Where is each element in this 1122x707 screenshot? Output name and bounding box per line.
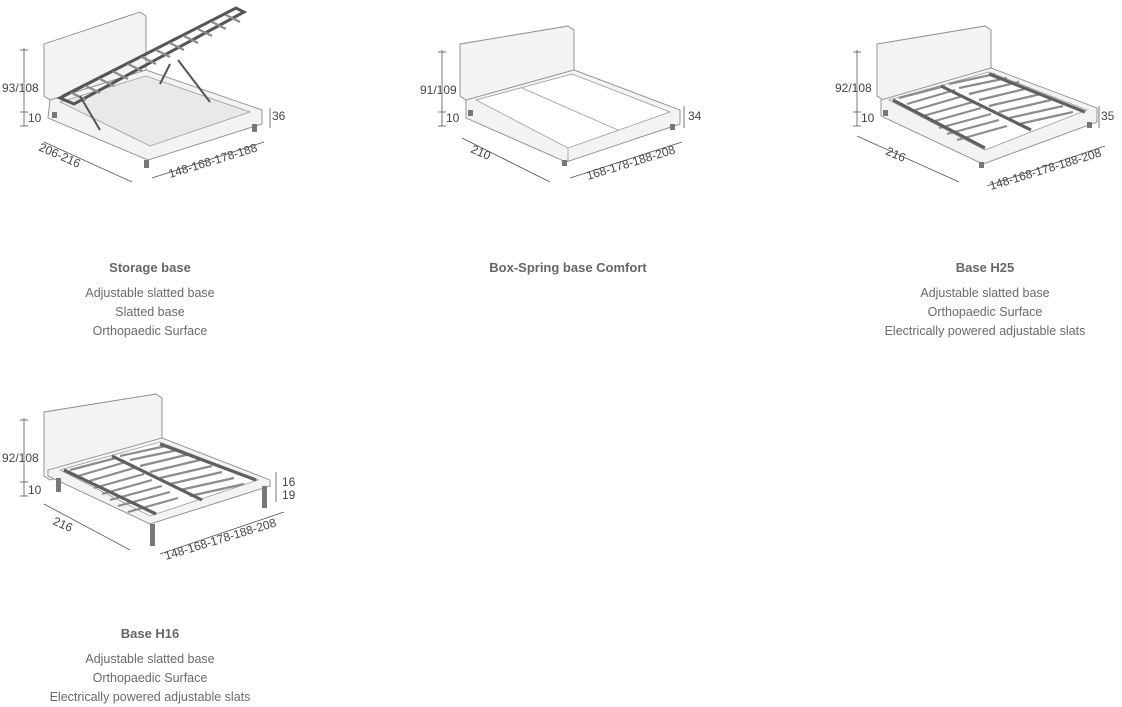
box-spring-diagram: 91/109 10 210 168-178-188-208 34 [420, 25, 702, 183]
feature-item: Orthopaedic Surface [92, 324, 208, 338]
product-title: Base H25 [955, 260, 1015, 275]
h16-depth-label: 216 [51, 514, 75, 535]
feature-item: Electrically powered adjustable slats [49, 690, 251, 704]
box-spring-foot-label: 10 [446, 111, 460, 125]
product-card-box-spring-base: 91/109 10 210 168-178-188-208 34 Box-Spr… [418, 0, 718, 345]
product-title: Base H16 [120, 626, 180, 641]
h16-foot-label: 10 [28, 483, 42, 497]
storage-base-diagram: 93/108 10 206-216 148-168-178-188 36 [2, 6, 286, 183]
box-spring-depth-label: 210 [469, 142, 493, 163]
box-spring-caption: Box-Spring base Comfort [418, 260, 718, 284]
storage-side-label: 36 [272, 109, 286, 123]
feature-item: Orthopaedic Surface [92, 671, 208, 685]
product-card-base-h16: 92/108 10 216 148-168-178-188-208 16 19 … [0, 372, 300, 707]
box-spring-height-label: 91/109 [420, 83, 457, 97]
h16-height-label: 92/108 [2, 451, 39, 465]
feature-item: Adjustable slatted base [920, 286, 1050, 300]
h25-side-label: 35 [1101, 109, 1115, 123]
h25-depth-label: 216 [884, 144, 908, 165]
base-h25-diagram: 92/108 10 216 148-168-178-188-208 35 [835, 25, 1115, 193]
feature-item: Electrically powered adjustable slats [884, 324, 1086, 338]
product-title: Box-Spring base Comfort [489, 260, 647, 275]
h16-side-top-label: 16 [282, 475, 296, 489]
feature-item: Adjustable slatted base [85, 652, 215, 666]
feature-item: Orthopaedic Surface [927, 305, 1043, 319]
base-h16-diagram: 92/108 10 216 148-168-178-188-208 16 19 [2, 393, 296, 563]
storage-foot-label: 10 [28, 111, 42, 125]
feature-item: Slatted base [115, 305, 185, 319]
base-h25-caption: Base H25 Adjustable slatted base Orthopa… [835, 260, 1122, 341]
h16-side-bottom-label: 19 [282, 488, 296, 502]
product-card-storage-base: 93/108 10 206-216 148-168-178-188 36 Sto… [0, 0, 300, 345]
feature-item: Adjustable slatted base [85, 286, 215, 300]
h16-width-label: 148-168-178-188-208 [163, 515, 278, 562]
product-title: Storage base [109, 260, 191, 275]
box-spring-side-label: 34 [688, 109, 702, 123]
h25-foot-label: 10 [861, 111, 875, 125]
storage-height-label: 93/108 [2, 81, 39, 95]
storage-depth-label: 206-216 [37, 140, 83, 171]
storage-base-caption: Storage base Adjustable slatted base Sla… [0, 260, 300, 341]
base-h16-caption: Base H16 Adjustable slatted base Orthopa… [0, 626, 300, 707]
h25-height-label: 92/108 [835, 81, 872, 95]
product-card-base-h25: 92/108 10 216 148-168-178-188-208 35 Bas… [835, 0, 1122, 345]
